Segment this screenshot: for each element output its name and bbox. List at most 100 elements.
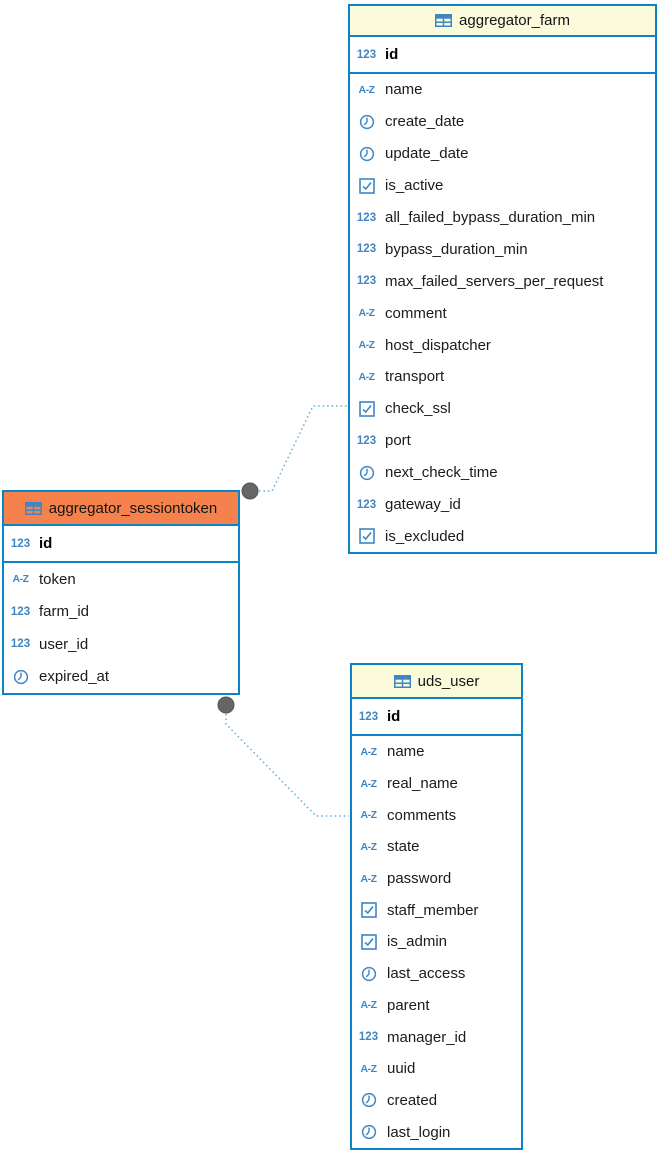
datetime-type-icon [13,669,28,684]
column-label: comments [387,806,457,824]
entity-header[interactable]: aggregator_sessiontoken [4,492,238,526]
relationship-endpoint[interactable] [217,696,235,714]
number-type-icon: 123 [10,638,31,651]
column-row-expired_at[interactable]: expired_at [4,661,238,694]
number-type-icon: 123 [356,434,377,447]
column-label: user_id [39,635,89,653]
column-row-user_id[interactable]: 123 user_id [4,628,238,661]
datetime-type-icon [361,966,376,981]
column-label: name [385,81,423,99]
column-row-create_date[interactable]: create_date [350,106,655,138]
number-type-icon: 123 [356,498,377,511]
column-row-password[interactable]: A-Z password [352,863,521,895]
column-row-is_active[interactable]: is_active [350,170,655,202]
text-type-icon: A-Z [360,840,378,853]
column-row-comments[interactable]: A-Z comments [352,799,521,831]
column-row-check_ssl[interactable]: check_ssl [350,393,655,425]
column-row-port[interactable]: 123 port [350,425,655,457]
number-type-icon: 123 [356,211,377,224]
relationship-endpoint[interactable] [241,482,259,500]
column-label: password [387,870,452,888]
entity-title: aggregator_sessiontoken [48,499,218,517]
column-label: id [387,708,401,725]
column-row-state[interactable]: A-Z state [352,831,521,863]
text-type-icon: A-Z [358,370,376,383]
column-label: uuid [387,1060,416,1078]
entity-header[interactable]: uds_user [352,665,521,699]
relationship-line-aggregator_sessiontoken-uds_user[interactable] [225,705,349,817]
column-row-update_date[interactable]: update_date [350,138,655,170]
column-label: gateway_id [385,496,461,514]
text-type-icon: A-Z [360,809,378,822]
column-label: staff_member [387,901,479,919]
column-label: farm_id [39,603,90,621]
column-row-next_check_time[interactable]: next_check_time [350,457,655,489]
column-row-gateway_id[interactable]: 123 gateway_id [350,489,655,521]
column-label: update_date [385,145,469,163]
text-type-icon: A-Z [358,83,376,96]
column-row-name[interactable]: A-Z name [350,74,655,106]
primary-key-section: 123 id [352,699,521,736]
number-type-icon: 123 [356,275,377,288]
boolean-type-icon [358,177,375,194]
columns-section: A-Z name create_date update_date is_active 12… [350,74,655,552]
column-label: real_name [387,775,458,793]
column-label: is_active [385,177,444,195]
column-label: state [387,838,420,856]
table-icon [24,501,42,515]
number-type-icon: 123 [358,1031,379,1044]
column-label: create_date [385,113,465,131]
entity-header[interactable]: aggregator_farm [350,6,655,37]
column-row-created[interactable]: created [352,1085,521,1117]
column-label: port [385,432,411,450]
text-type-icon: A-Z [360,777,378,790]
column-label: is_admin [387,933,448,951]
column-row-staff_member[interactable]: staff_member [352,894,521,926]
column-row-real_name[interactable]: A-Z real_name [352,768,521,800]
text-type-icon: A-Z [12,573,30,586]
boolean-type-icon [360,934,377,950]
text-type-icon: A-Z [360,872,378,885]
number-type-icon: 123 [10,537,31,550]
entity-title: uds_user [417,672,480,690]
relationship-line-aggregator_sessiontoken-aggregator_farm[interactable] [250,405,348,492]
column-row-is_excluded[interactable]: is_excluded [350,520,655,552]
column-label: check_ssl [385,400,451,418]
column-label: next_check_time [385,464,498,482]
column-row-id[interactable]: 123 id [352,699,521,734]
boolean-type-icon [358,401,375,417]
number-type-icon: 123 [356,243,377,256]
column-label: expired_at [39,668,110,686]
entity-title: aggregator_farm [459,12,570,29]
column-row-last_access[interactable]: last_access [352,958,521,990]
column-label: last_access [387,965,466,983]
column-row-last_login[interactable]: last_login [352,1116,521,1148]
number-type-icon: 123 [10,605,31,618]
column-row-farm_id[interactable]: 123 farm_id [4,596,238,629]
column-label: last_login [387,1123,451,1141]
number-type-icon: 123 [358,710,379,723]
column-row-is_admin[interactable]: is_admin [352,926,521,958]
column-label: host_dispatcher [385,336,491,354]
